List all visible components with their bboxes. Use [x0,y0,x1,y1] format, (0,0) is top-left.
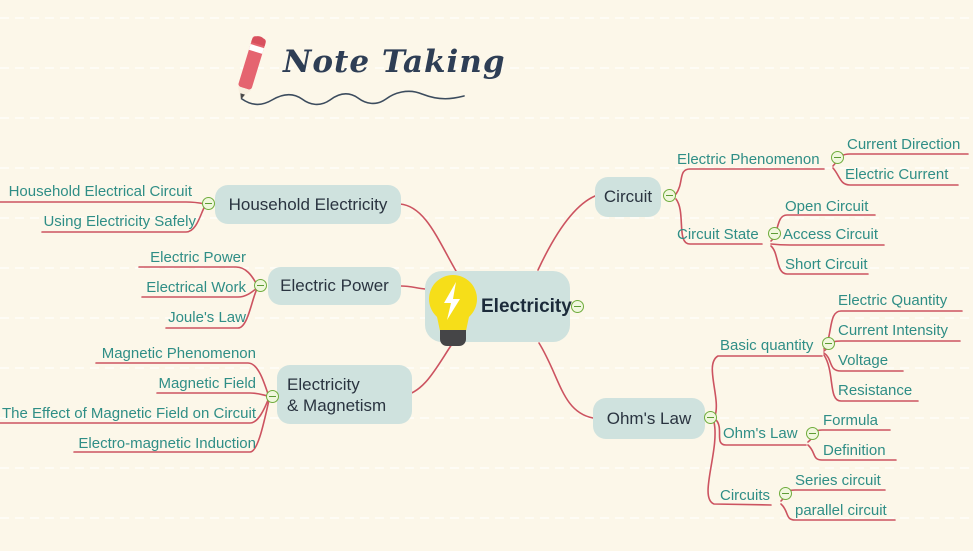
collapse-icon-central[interactable] [571,300,584,313]
topic-household-electricity[interactable]: Household Electricity [215,185,401,224]
leaf-electrical-work[interactable]: Electrical Work [146,279,246,296]
leaf-joules-law[interactable]: Joule's Law [168,309,246,326]
topic-electricity-magnetism[interactable]: Electricity & Magnetism [277,365,412,424]
leaf-electromagnetic-induction[interactable]: Electro-magnetic Induction [78,435,256,452]
page-title: Note Taking [283,44,506,80]
collapse-icon-ohms-law[interactable] [704,411,717,424]
collapse-icon-ohms-law-sub[interactable] [806,427,819,440]
collapse-icon-household[interactable] [202,197,215,210]
leaf-definition[interactable]: Definition [823,442,886,459]
topic-label: Circuit [603,187,653,206]
topic-label: Electric Power [280,276,389,295]
subtopic-circuit-state[interactable]: Circuit State [677,226,759,243]
collapse-icon-circuits[interactable] [779,487,792,500]
leaf-magnetic-field[interactable]: Magnetic Field [158,375,256,392]
leaf-short-circuit[interactable]: Short Circuit [785,256,868,273]
topic-circuit[interactable]: Circuit [595,177,661,217]
collapse-icon-circuit-state[interactable] [768,227,781,240]
leaf-using-electricity-safely[interactable]: Using Electricity Safely [43,213,196,230]
leaf-formula[interactable]: Formula [823,412,879,429]
leaf-current-intensity[interactable]: Current Intensity [838,322,949,339]
leaf-electric-quantity[interactable]: Electric Quantity [838,292,948,309]
leaf-open-circuit[interactable]: Open Circuit [785,198,869,215]
topic-label-line1: Electricity [287,374,360,394]
subtopic-ohms-law[interactable]: Ohm's Law [723,425,798,442]
leaf-voltage[interactable]: Voltage [838,352,889,369]
leaf-effect-of-magnetic-field[interactable]: The Effect of Magnetic Field on Circuit [1,405,256,422]
pencil-icon [237,36,266,100]
topic-ohms-law[interactable]: Ohm's Law [593,398,705,439]
topic-label: Household Electricity [228,194,388,214]
leaf-parallel-circuit[interactable]: parallel circuit [795,502,887,519]
collapse-icon-circuit[interactable] [663,189,676,202]
subtopic-electric-phenomenon[interactable]: Electric Phenomenon [677,151,820,168]
collapse-icon-electric-phenomenon[interactable] [831,151,844,164]
collapse-icon-magnetism[interactable] [266,390,279,403]
collapse-icon-basic-quantity[interactable] [822,337,835,350]
topic-electric-power[interactable]: Electric Power [268,267,401,305]
leaf-electric-power[interactable]: Electric Power [150,249,246,266]
central-topic-label: Electricity [481,295,572,317]
squiggle-underline [241,90,465,106]
collapse-icon-electric-power[interactable] [254,279,267,292]
leaf-series-circuit[interactable]: Series circuit [795,472,881,489]
leaf-magnetic-phenomenon[interactable]: Magnetic Phenomenon [101,345,256,362]
leaf-electric-current[interactable]: Electric Current [845,166,949,183]
lightbulb-icon [429,275,477,346]
topic-label-line2: & Magnetism [287,395,387,415]
topic-label: Ohm's Law [606,408,692,428]
leaf-current-direction[interactable]: Current Direction [847,136,961,153]
leaf-household-electrical-circuit[interactable]: Household Electrical Circuit [8,183,192,200]
leaf-resistance[interactable]: Resistance [838,382,913,399]
leaf-access-circuit[interactable]: Access Circuit [783,226,879,243]
subtopic-basic-quantity[interactable]: Basic quantity [720,337,814,354]
subtopic-circuits[interactable]: Circuits [720,487,771,504]
